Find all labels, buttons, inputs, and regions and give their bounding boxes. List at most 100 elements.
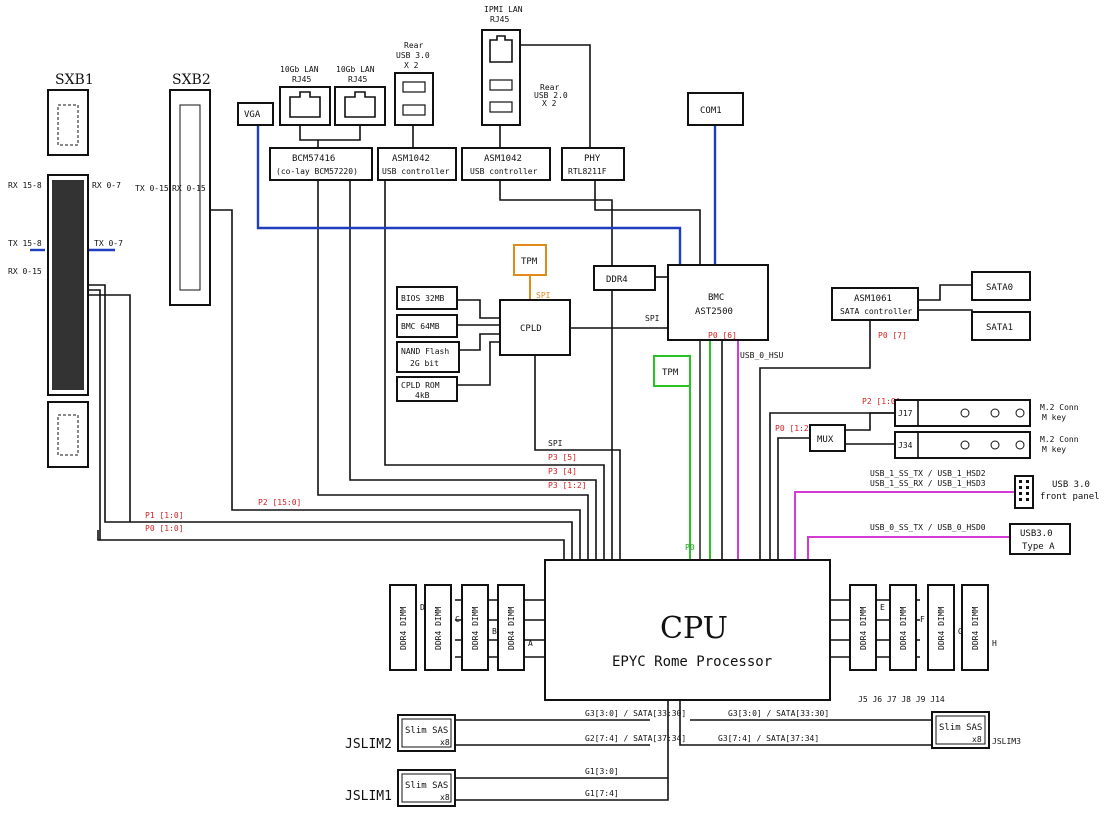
lan1-line1: 10Gb LAN bbox=[280, 65, 319, 74]
bmc-flash-box bbox=[396, 314, 458, 338]
bmc-line1: BMC bbox=[708, 293, 724, 303]
asm1042b-line2: USB controller bbox=[470, 167, 538, 176]
cpu-box bbox=[544, 559, 831, 701]
vga-label: VGA bbox=[244, 110, 261, 120]
dimm-right-2 bbox=[927, 584, 955, 671]
g3-right: G3[3:0] / SATA[33:30] bbox=[728, 709, 829, 718]
asm1061-line2: SATA controller bbox=[840, 307, 912, 316]
phy-line1: PHY bbox=[584, 154, 601, 164]
sata1-box bbox=[971, 311, 1031, 341]
asm1042b-box bbox=[461, 147, 551, 181]
sata1-label: SATA1 bbox=[986, 323, 1013, 333]
asm1061-line1: ASM1061 bbox=[854, 294, 892, 304]
sxb2-label: SXB2 bbox=[172, 72, 211, 88]
jslim2-label: JSLIM2 bbox=[345, 737, 392, 752]
sxb1-label: SXB1 bbox=[55, 72, 94, 88]
spi-top-label: SPI bbox=[536, 291, 551, 300]
sata0-box bbox=[971, 271, 1031, 301]
usb-typea-line2: Type A bbox=[1022, 542, 1055, 552]
spi-cpld-label: SPI bbox=[645, 314, 660, 323]
dimm-left-2 bbox=[461, 584, 489, 671]
asm1042a-line1: ASM1042 bbox=[392, 154, 430, 164]
sxb2-tx: TX 0-15 bbox=[135, 184, 169, 193]
nand-box bbox=[396, 341, 460, 373]
ipmi-line2: RJ45 bbox=[490, 15, 509, 24]
phy-line2: RTL8211F bbox=[568, 167, 607, 176]
m2-j34-line2: M key bbox=[1042, 445, 1066, 454]
usb1-line1: USB_1_SS_TX / USB_1_HSD2 bbox=[870, 469, 986, 478]
jslim1-box bbox=[397, 769, 456, 807]
usb-typea-line1: USB3.0 bbox=[1020, 529, 1053, 539]
tpm-green-label: TPM bbox=[662, 368, 679, 378]
rear-usb-port bbox=[394, 72, 434, 126]
tpm-green-box bbox=[653, 355, 691, 387]
ddr4-label: DDR4 bbox=[606, 275, 628, 285]
rear-usb-line2: USB 3.0 bbox=[396, 51, 430, 60]
jslim2-box2: x8 bbox=[440, 738, 450, 747]
vga-box bbox=[237, 102, 274, 126]
dimm-left-channel-1: C bbox=[455, 615, 460, 624]
dimm-right-label-1: DDR4 DIMM bbox=[899, 606, 908, 650]
bmc-flash-label: BMC 64MB bbox=[401, 322, 440, 331]
p2-m2-label: P2 [1:0] bbox=[862, 397, 901, 406]
jslim3-box2: x8 bbox=[972, 735, 982, 744]
usb-front-line2: front panel bbox=[1040, 492, 1100, 502]
bmc-line2: AST2500 bbox=[695, 307, 733, 317]
dimm-right-channel-3: H bbox=[992, 639, 997, 648]
jslim3-box1: Slim SAS bbox=[939, 723, 982, 733]
jslim1-label: JSLIM1 bbox=[345, 789, 392, 804]
dimm-left-channel-2: B bbox=[492, 627, 497, 636]
mux-label: MUX bbox=[817, 435, 834, 445]
cpu-subtitle: EPYC Rome Processor bbox=[612, 654, 772, 670]
m2-j17-line2: M key bbox=[1042, 413, 1066, 422]
dimm-left-label-0: DDR4 DIMM bbox=[399, 606, 408, 650]
dimm-left-label-2: DDR4 DIMM bbox=[471, 606, 480, 650]
bcm-line2: (co-lay BCM57220) bbox=[276, 167, 358, 176]
p3-5-label: P3 [5] bbox=[548, 453, 577, 462]
lan1-port bbox=[279, 86, 331, 126]
dimm-right-label-0: DDR4 DIMM bbox=[859, 606, 868, 650]
p3-4-label: P3 [4] bbox=[548, 467, 577, 476]
usb-front-header bbox=[1014, 475, 1034, 509]
rear-usb-line3: X 2 bbox=[404, 61, 419, 70]
bios-box bbox=[396, 286, 458, 310]
ddr4-box bbox=[593, 265, 656, 291]
tpm-orange-label: TPM bbox=[521, 257, 538, 267]
asm1042a-box bbox=[377, 147, 457, 181]
m2-j34 bbox=[894, 431, 1031, 459]
sxb1-tx-left-label: TX 15-8 bbox=[8, 239, 42, 248]
m2-j34-line1: M.2 Conn bbox=[1040, 435, 1079, 444]
sxb2-rx: RX 0-15 bbox=[172, 184, 206, 193]
dimm-left-1 bbox=[424, 584, 452, 671]
spi-lower-label: SPI bbox=[548, 439, 563, 448]
cpld-rom-line2: 4kB bbox=[415, 391, 430, 400]
wires bbox=[88, 44, 973, 801]
lan2-port bbox=[334, 86, 386, 126]
usb0-line: USB_0_SS_TX / USB_0_HSD0 bbox=[870, 523, 986, 532]
nand-line2: 2G bit bbox=[410, 359, 439, 368]
lan2-line1: 10Gb LAN bbox=[336, 65, 375, 74]
p0-sata-label: P0 [7] bbox=[878, 331, 907, 340]
cpld-box bbox=[499, 299, 571, 356]
dimm-slots-right: J5 J6 J7 J8 J9 J14 bbox=[858, 695, 945, 704]
p0-15-label: P0 [1:0] bbox=[145, 524, 184, 533]
lan2-line2: RJ45 bbox=[348, 75, 367, 84]
dimm-right-channel-1: F bbox=[920, 615, 925, 624]
jslim3-box bbox=[931, 711, 990, 749]
sxb1-rx-top: RX 15-8 bbox=[8, 181, 42, 190]
bmc-box bbox=[667, 264, 769, 341]
jslim1-box2: x8 bbox=[440, 793, 450, 802]
dimm-right-channel-2: G bbox=[958, 627, 963, 636]
tpm-orange-box bbox=[513, 244, 547, 276]
dimm-right-3 bbox=[961, 584, 989, 671]
sxb2-slot: SXB2 bbox=[169, 72, 211, 306]
rear-usb2-line3: X 2 bbox=[542, 99, 557, 108]
jslim1-box1: Slim SAS bbox=[405, 781, 448, 791]
usb-front-link bbox=[794, 491, 1015, 560]
dimm-left-0 bbox=[389, 584, 417, 671]
dimm-left-label-1: DDR4 DIMM bbox=[434, 606, 443, 650]
asm1042a-line2: USB controller bbox=[382, 167, 450, 176]
ipmi-line1: IPMI LAN bbox=[484, 5, 523, 14]
dimm-right-channel-0: E bbox=[880, 603, 885, 612]
